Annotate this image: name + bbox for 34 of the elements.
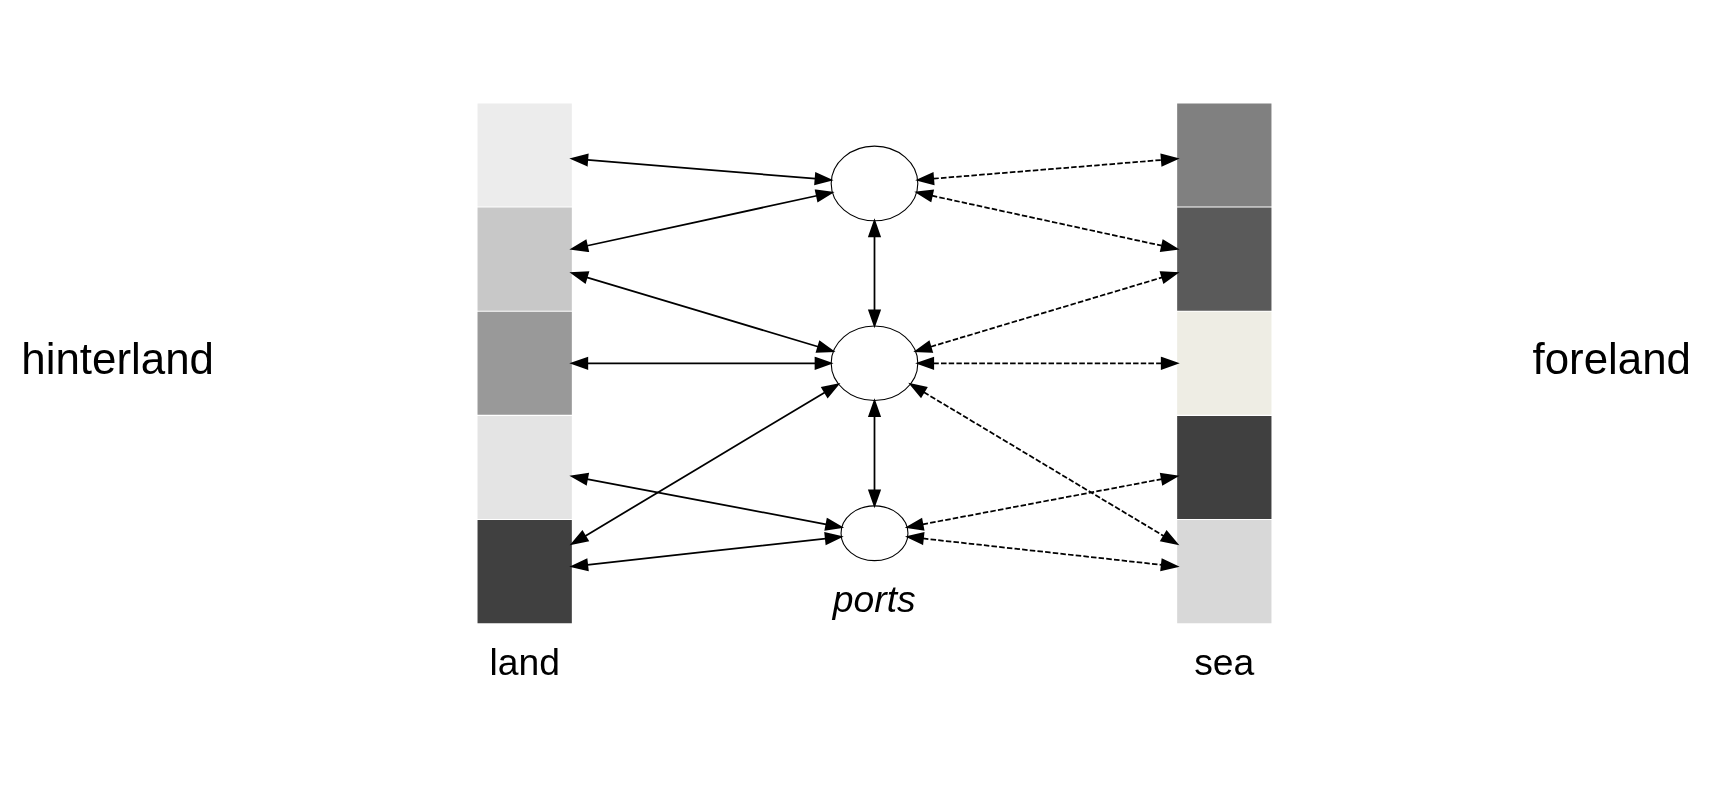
arrow	[569, 270, 836, 353]
label: hinterland	[21, 333, 214, 383]
arrow	[569, 356, 834, 370]
node-box	[1177, 519, 1272, 623]
label: sea	[1194, 640, 1255, 683]
arrow	[915, 356, 1180, 370]
label: foreland	[1532, 333, 1691, 383]
arrow	[569, 531, 844, 571]
node-box	[477, 311, 572, 415]
arrow	[904, 472, 1180, 531]
node-box	[1177, 415, 1272, 519]
arrow	[914, 188, 1180, 252]
node-circle	[840, 504, 909, 561]
arrow	[913, 270, 1180, 353]
arrow	[915, 152, 1180, 185]
arrow	[569, 472, 845, 531]
arrow	[905, 531, 1180, 571]
arrow	[867, 397, 882, 508]
node-box	[477, 207, 572, 311]
arrow	[867, 217, 882, 328]
node-box	[1177, 207, 1272, 311]
arrow	[569, 382, 841, 545]
node-box	[477, 102, 572, 206]
arrow	[569, 152, 834, 185]
arrow	[908, 382, 1180, 545]
node-circle	[830, 324, 919, 401]
label: ports	[832, 577, 916, 620]
node-box	[1177, 102, 1272, 206]
node-box	[477, 415, 572, 519]
label: land	[489, 640, 561, 683]
node-box	[1177, 311, 1272, 415]
node-box	[477, 519, 572, 623]
node-circle	[830, 145, 919, 221]
arrow	[569, 188, 835, 252]
